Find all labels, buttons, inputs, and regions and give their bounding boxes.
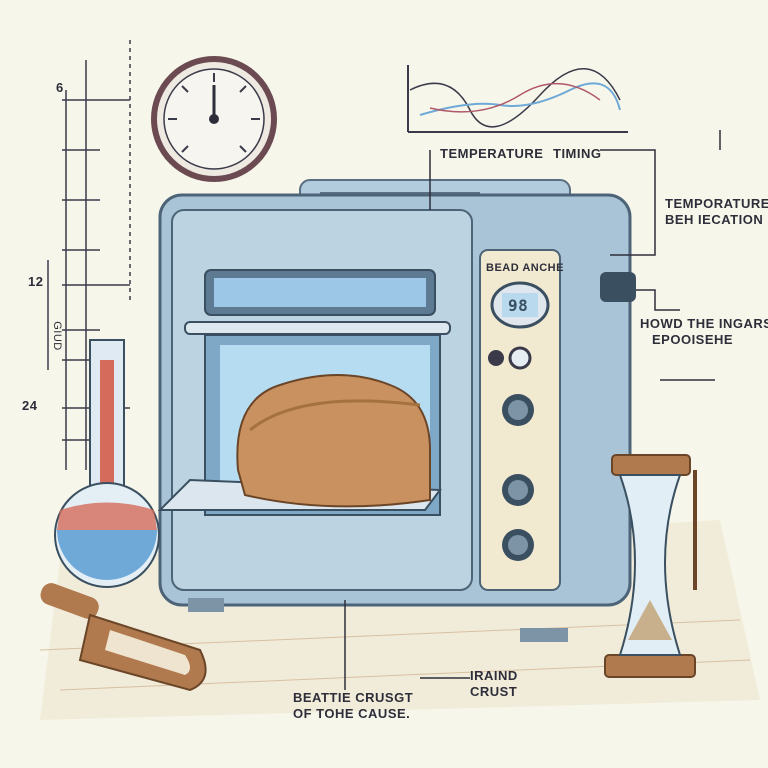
scale-label-low: 24 (22, 398, 38, 413)
scale-label-mid: 12 (28, 274, 44, 289)
display-readout: 98 (508, 296, 529, 315)
label-crust-left-1: BEATTIE CRUSGT (293, 690, 414, 705)
knob-icon (488, 346, 534, 561)
panel-title: BEAD ANCHE (486, 262, 564, 274)
label-temperature-regulation-2: BEH IECATION (665, 212, 764, 227)
hourglass-icon (604, 454, 697, 678)
label-temperature-regulation-1: TEMPORATURE (665, 196, 768, 211)
clock-gauge-icon (151, 56, 277, 182)
label-crust-left-2: OF TOHE CAUSE. (293, 706, 411, 721)
scale-label-side: GIUD (50, 321, 63, 351)
label-temperature: TEMPERATURE (440, 146, 544, 161)
scale-label-top: 6 (56, 80, 64, 95)
label-crust-right-2: CRUST (470, 684, 518, 699)
label-crust-right-1: IRAIND (470, 668, 518, 683)
line-graph-icon (407, 65, 628, 133)
flask-icon (54, 339, 160, 588)
oven-body (157, 179, 636, 642)
label-timing: TIMING (553, 146, 602, 161)
label-howd-1: HOWD THE INGARS (640, 316, 768, 331)
scale-ruler (47, 40, 131, 470)
scoop-icon (40, 583, 207, 692)
label-howd-2: EPOOISEHE (652, 332, 734, 347)
